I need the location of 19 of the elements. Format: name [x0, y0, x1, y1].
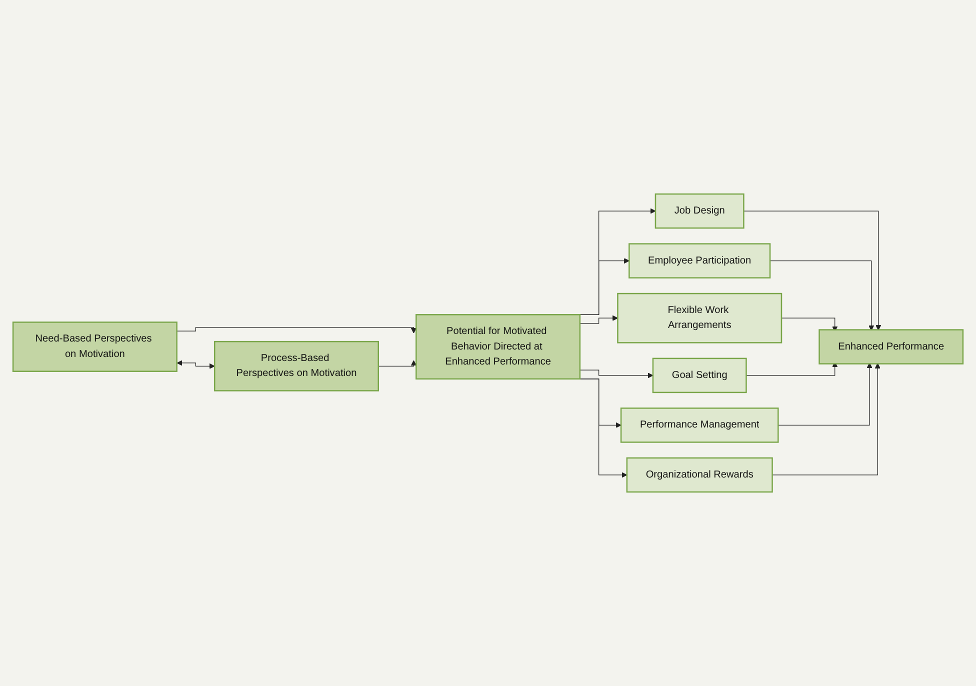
node-box: Job Design	[654, 193, 744, 229]
arrow	[378, 360, 416, 366]
node-box: Potential for Motivated Behavior Directed at Enhanced Performance	[416, 314, 581, 380]
node-box: Flexible Work Arrangements	[617, 292, 782, 344]
arrow	[580, 370, 654, 378]
node-box: Performance Management	[620, 408, 779, 443]
node-box: Need-Based Perspectives on Motivation	[12, 322, 178, 372]
node-box: Process-Based Perspectives on Motivation	[214, 340, 379, 392]
arrow	[176, 360, 215, 369]
node-box: Enhanced Performance	[818, 329, 964, 364]
arrow	[778, 362, 872, 426]
arrow	[176, 327, 416, 334]
arrow	[743, 210, 882, 330]
node-box: Goal Setting	[652, 358, 747, 394]
arrow	[770, 260, 874, 331]
node-box: Organizational Rewards	[626, 457, 773, 493]
node-box: Employee Participation	[628, 243, 771, 278]
arrow	[580, 315, 618, 324]
arrow	[772, 363, 880, 476]
